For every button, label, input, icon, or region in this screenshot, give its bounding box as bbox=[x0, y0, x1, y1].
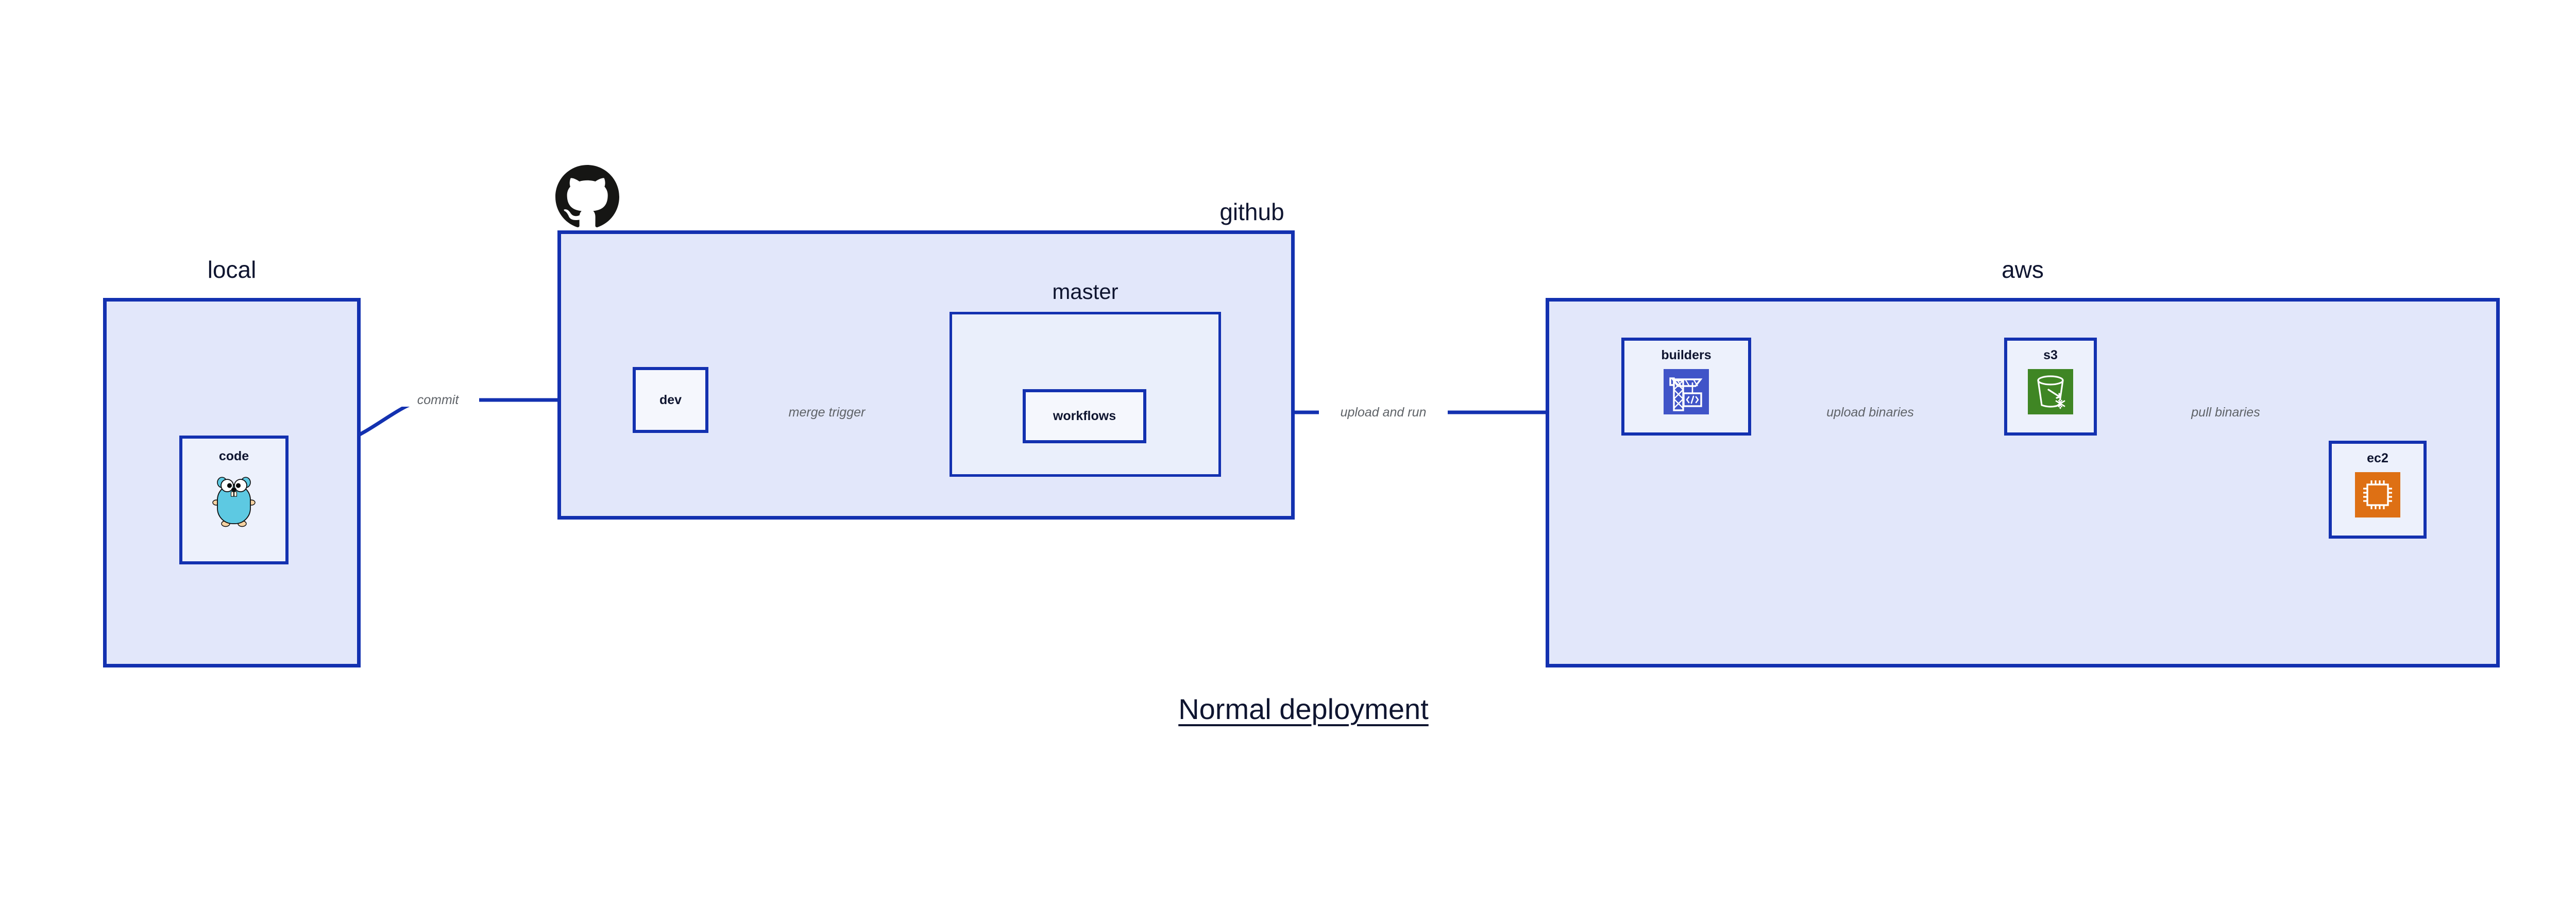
aws-codebuild-icon bbox=[1664, 369, 1709, 417]
group-label-local: local bbox=[207, 256, 257, 283]
edge-label-merge-trigger: merge trigger bbox=[773, 406, 881, 419]
node-label-dev: dev bbox=[659, 392, 682, 407]
edge-label-upload-binaries: upload binaries bbox=[1808, 406, 1932, 419]
node-label-builders: builders bbox=[1661, 348, 1711, 362]
edge-label-commit: commit bbox=[397, 394, 479, 407]
group-label-aws: aws bbox=[2002, 256, 2044, 283]
node-s3[interactable]: s3 bbox=[2004, 338, 2097, 436]
aws-s3-glacier-icon bbox=[2028, 369, 2073, 417]
edge-label-pull-binaries: pull binaries bbox=[2174, 406, 2277, 419]
node-builders[interactable]: builders bbox=[1621, 338, 1751, 436]
diagram-title: Normal deployment bbox=[1178, 693, 1429, 725]
github-octocat-logo bbox=[555, 165, 619, 231]
node-label-workflows: workflows bbox=[1053, 409, 1116, 423]
node-ec2[interactable]: ec2 bbox=[2329, 441, 2427, 539]
node-label-ec2: ec2 bbox=[2367, 451, 2388, 465]
edge-label-upload-and-run: upload and run bbox=[1319, 406, 1448, 419]
aws-ec2-icon bbox=[2355, 472, 2400, 520]
node-label-code: code bbox=[218, 449, 249, 463]
go-gopher-icon bbox=[212, 471, 256, 530]
group-label-master: master bbox=[1052, 279, 1118, 304]
node-workflows[interactable]: workflows bbox=[1023, 389, 1146, 443]
node-label-s3: s3 bbox=[2043, 348, 2058, 362]
node-dev[interactable]: dev bbox=[633, 367, 708, 433]
node-code[interactable]: code bbox=[179, 436, 289, 564]
group-label-github: github bbox=[1219, 198, 1284, 225]
